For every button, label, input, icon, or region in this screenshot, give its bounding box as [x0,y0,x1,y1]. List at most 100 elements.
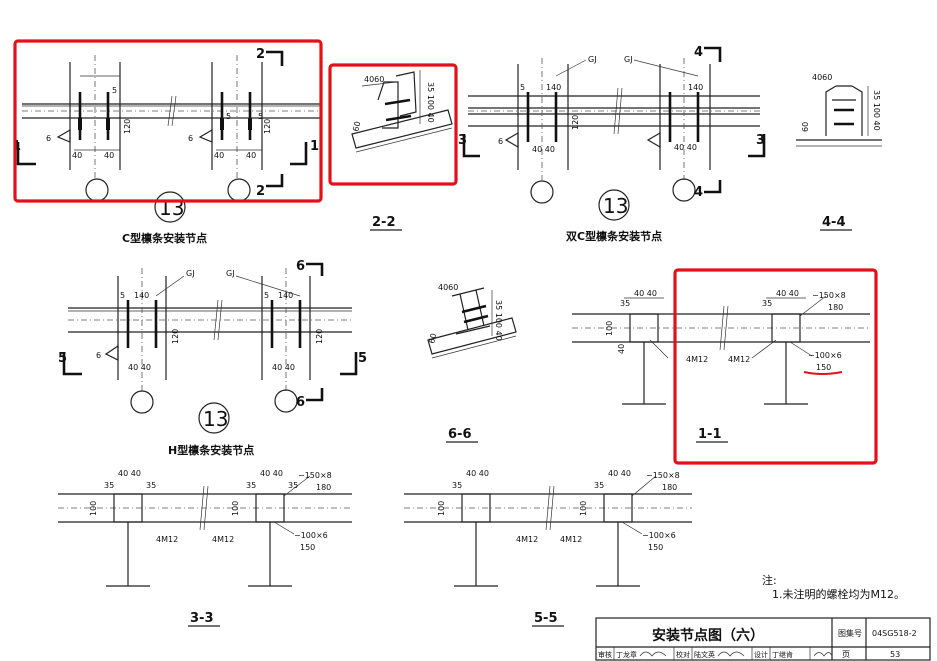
plate-top-label-a: −150×8 [812,291,846,300]
tb-design-label: 设计 [754,650,768,659]
atlas-no-label: 图集号 [838,628,862,638]
mark-5-left: 5 [58,351,67,366]
dim-4040-d: 40 40 [272,363,295,372]
plate-bot-label-b: −100×6 [294,531,328,540]
dim-100-b: 100 [89,501,98,516]
dim-180-a: 180 [828,303,843,312]
dim-150-b: 150 [300,543,315,552]
signatures [639,651,833,657]
notes-heading: 注: [762,573,777,587]
dim-4060-b: 4060 [812,73,832,82]
section-label-4-4: 4-4 [822,215,846,230]
gj-label-d: GJ [226,269,235,278]
dim-4040-i: 40 40 [466,469,489,478]
tb-review-name: 丁龙章 [616,650,637,659]
bolts-label-a: 4M12 [686,355,708,364]
red-underline [803,371,843,375]
dim-35-b: 35 [762,299,772,308]
dim-60-a: 60 [351,120,362,132]
mark-4-top: 4 [694,45,703,60]
dim-35-f: 35 [288,481,298,490]
title-block [595,617,931,661]
h-purlin-plan [62,262,358,414]
caption-c-purlin: C型檩条安装节点 [122,231,207,245]
dim-35-c: 35 [104,481,114,490]
dim-60-b: 60 [801,122,810,132]
gj-label-c: GJ [186,269,195,278]
gj-label-b: GJ [624,55,633,64]
dim-120-b: 120 [263,119,272,134]
detail-number-h: 13 [203,407,228,431]
mark-6-top: 6 [296,259,305,274]
section-label-1-1: 1-1 [698,427,722,442]
sheet-title: 安装节点图（六） [652,627,764,644]
mark-2-top: 2 [256,47,265,62]
section-label-3-3: 3-3 [190,611,214,626]
dim-5-d: 5 [520,83,525,92]
bolts-label-d: 4M12 [212,535,234,544]
bolts-label-f: 4M12 [560,535,582,544]
dim-140-a: 140 [546,83,561,92]
dim-5-f: 5 [264,291,269,300]
section-2-2-drawing [351,70,453,153]
dim-120-d: 120 [171,329,180,344]
bolts-label-b: 4M12 [728,355,750,364]
dim-6-b: 6 [188,134,193,143]
dim-100-c: 100 [231,501,240,516]
dim-40-b: 40 [104,151,114,160]
dim-4040-b: 40 40 [674,143,697,152]
dim-140-d: 140 [278,291,293,300]
dim-5-b: 5 [226,112,231,121]
tb-design-name: 丁继肯 [772,650,793,659]
dim-6-c: 6 [498,137,503,146]
detail-13-double-c [598,189,630,221]
tb-review-label: 审核 [598,650,612,659]
section-4-4-drawing [796,85,882,147]
plate-bot-label-c: −100×6 [642,531,676,540]
dim-140-b: 140 [688,83,703,92]
plate-top-label-b: −150×8 [298,471,332,480]
dim-4040-h: 40 40 [260,469,283,478]
dim-35-g: 35 [452,481,462,490]
detail-13-c [154,191,186,223]
dim-4040-c: 40 40 [128,363,151,372]
dim-35-100-40-b: 35 100 40 [872,90,881,131]
dim-40-a: 40 [72,151,82,160]
dim-4040-e: 40 40 [634,289,657,298]
dim-6-a: 6 [46,134,51,143]
bolts-label-e: 4M12 [516,535,538,544]
atlas-no: 04SG518-2 [872,629,917,638]
dim-150-a: 150 [816,363,831,372]
section-1-1-drawing [572,295,870,405]
highlight-box-c-purlin [13,39,323,203]
plate-top-label-c: −150×8 [646,471,680,480]
highlight-box-section-2-2 [328,63,458,186]
dim-4040-j: 40 40 [608,469,631,478]
page-no: 53 [890,650,900,659]
dim-140-c: 140 [134,291,149,300]
section-label-5-5: 5-5 [534,611,558,626]
mark-3-right: 3 [756,133,765,148]
double-c-purlin-plan [462,46,766,204]
dim-150-c: 150 [648,543,663,552]
dim-35-d: 35 [146,481,156,490]
c-purlin-plan [16,50,320,202]
dim-5-a: 5 [112,86,117,95]
dim-40-c: 40 [214,151,224,160]
dim-6-d: 6 [96,351,101,360]
plate-bot-label-a: −100×6 [808,351,842,360]
tb-check-name: 陆文英 [694,650,715,659]
dim-4040-a: 40 40 [532,145,555,154]
mark-6-bottom: 6 [296,395,305,410]
dim-40-e: 40 [617,344,626,354]
dim-180-c: 180 [662,483,677,492]
dim-100-e: 100 [579,501,588,516]
highlight-box-section-1-1 [673,268,878,465]
dim-100-a: 100 [605,321,614,336]
mark-4-bottom: 4 [694,185,703,200]
mark-3-left: 3 [458,133,467,148]
dim-4060-a: 4060 [364,75,384,84]
dim-5-e: 5 [120,291,125,300]
tb-check-label: 校对 [676,650,690,659]
